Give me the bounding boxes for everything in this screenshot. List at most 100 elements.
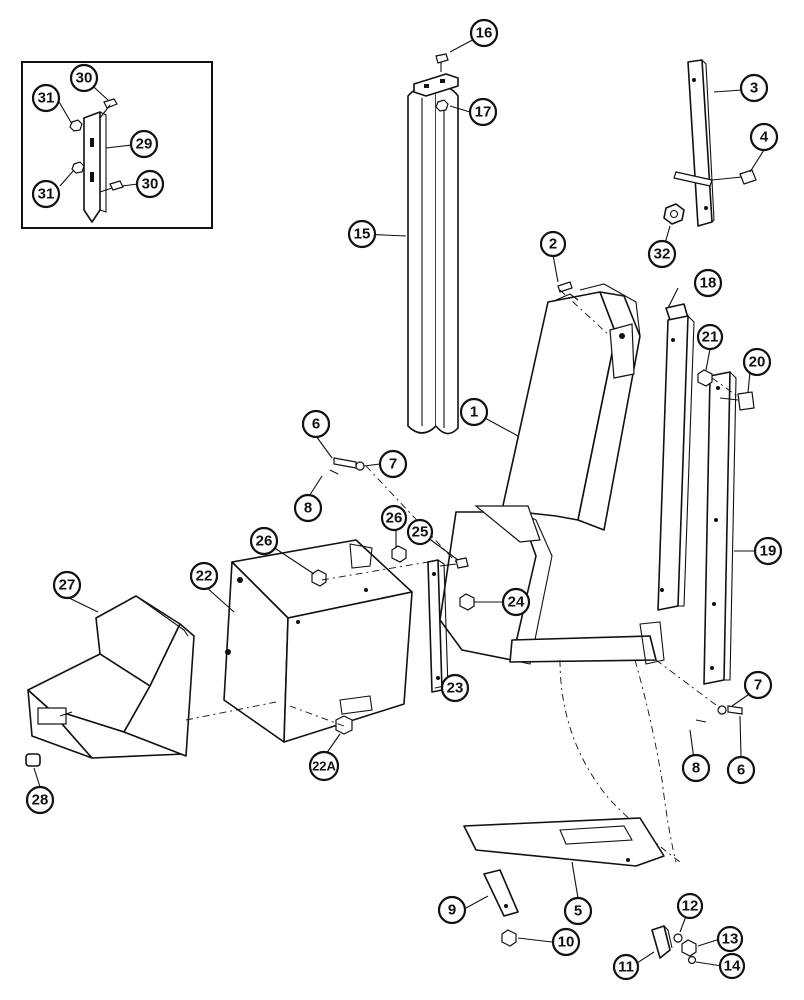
- callout-27: 27: [52, 570, 82, 600]
- part-32-nut: [663, 203, 685, 225]
- part-4-bolt: [673, 169, 757, 187]
- callout-8-lower: 8: [681, 753, 711, 783]
- part-16-screw: [435, 53, 449, 72]
- callout-7-lower: 7: [743, 670, 773, 700]
- callout-19: 19: [753, 536, 783, 566]
- callout-13: 13: [716, 925, 744, 953]
- callout-6-upper: 6: [301, 409, 331, 439]
- part-21-nut: [697, 369, 713, 387]
- hardware-6-7-8-lower: [695, 705, 743, 723]
- callout-31-lower: 31: [31, 179, 61, 209]
- part-29-bracket: [83, 111, 107, 223]
- callout-label: 10: [558, 934, 575, 951]
- callout-10: 10: [551, 927, 581, 957]
- callout-1: 1: [459, 397, 489, 427]
- callout-label: 16: [476, 25, 493, 42]
- callout-label: 3: [750, 80, 758, 97]
- part-28-fitting: [25, 753, 41, 767]
- callout-label: 30: [76, 70, 93, 87]
- callout-23: 23: [440, 673, 470, 703]
- callout-label: 18: [700, 275, 717, 292]
- callouts: 1 2 3 4 5 6 6 7 7 8 8 9 10 11 12 13 14 1…: [25, 18, 783, 981]
- callout-29: 29: [129, 129, 159, 159]
- part-27-spout: [27, 595, 195, 759]
- callout-11: 11: [612, 953, 640, 981]
- callout-label: 4: [760, 129, 769, 146]
- callout-16: 16: [469, 18, 499, 48]
- callout-label: 20: [749, 354, 766, 371]
- callout-25: 25: [406, 518, 434, 546]
- part-22A-nut: [335, 715, 353, 735]
- callout-label: 11: [618, 959, 634, 976]
- callout-label: 27: [59, 577, 76, 594]
- part-19-bar: [703, 371, 737, 685]
- part-10-nut: [501, 929, 517, 947]
- callout-label: 1: [470, 404, 478, 421]
- callout-5: 5: [563, 896, 593, 926]
- part-1-chute: [501, 283, 641, 531]
- part-18-bar: [657, 303, 695, 611]
- callout-label: 6: [312, 416, 320, 433]
- callout-label: 12: [682, 898, 699, 915]
- part-3-strap: [687, 59, 715, 227]
- part-30-bolt-lower: [99, 180, 124, 193]
- callout-label: 2: [549, 236, 557, 253]
- callout-14: 14: [718, 952, 746, 980]
- part-17-nut: [435, 99, 449, 112]
- callout-label: 31: [38, 186, 55, 203]
- part-26-nut-right: [391, 545, 407, 563]
- callout-label: 25: [412, 524, 429, 541]
- callout-18: 18: [693, 268, 723, 298]
- callout-label: 7: [389, 456, 397, 473]
- callout-28: 28: [25, 785, 55, 815]
- assembly-lines: [185, 289, 741, 727]
- callout-8-upper: 8: [293, 493, 323, 523]
- callout-label: 28: [32, 792, 49, 809]
- callout-label: 15: [354, 226, 371, 243]
- callout-label: 13: [722, 931, 739, 948]
- callout-26-right: 26: [380, 504, 408, 532]
- callout-label: 23: [447, 680, 464, 697]
- callout-9: 9: [437, 895, 467, 925]
- callout-label: 26: [386, 510, 403, 527]
- callout-label: 8: [304, 500, 312, 517]
- part-25-bolt: [439, 557, 469, 569]
- part-15-top-bracket: [413, 73, 459, 97]
- part-5-tray: [463, 817, 665, 867]
- part-14-washer: [687, 955, 697, 965]
- part-20-bolt: [719, 391, 755, 411]
- part-30-bolt-upper: [99, 98, 118, 119]
- callout-label: 26: [256, 533, 273, 550]
- callout-4: 4: [749, 122, 779, 152]
- part-13-nut: [681, 939, 697, 957]
- callout-6-lower: 6: [726, 755, 756, 785]
- lower-hopper-frame: [439, 505, 681, 863]
- callout-3: 3: [739, 73, 769, 103]
- callout-30-lower: 30: [135, 169, 165, 199]
- callout-label: 5: [574, 903, 582, 920]
- callout-24: 24: [501, 587, 531, 617]
- callout-31-upper: 31: [31, 83, 61, 113]
- callout-label: 29: [136, 136, 153, 153]
- callout-label: 22A: [312, 759, 336, 774]
- part-12-washer: [673, 933, 683, 943]
- callout-2: 2: [539, 230, 567, 258]
- callout-22: 22: [189, 561, 219, 591]
- callout-label: 32: [654, 246, 671, 263]
- callout-30-upper: 30: [69, 63, 99, 93]
- callout-12: 12: [676, 892, 704, 920]
- callout-26-left: 26: [249, 526, 279, 556]
- hardware-6-7-8-upper: [329, 457, 365, 475]
- callout-label: 21: [702, 329, 719, 346]
- callout-22A: 22A: [308, 750, 340, 782]
- callout-label: 17: [475, 104, 492, 121]
- callout-20: 20: [742, 347, 772, 377]
- callout-label: 14: [724, 958, 741, 975]
- callout-17: 17: [468, 97, 498, 127]
- callout-label: 30: [142, 176, 159, 193]
- part-2-pin: [557, 281, 573, 293]
- part-11-latch: [651, 925, 673, 959]
- callout-label: 6: [737, 762, 745, 779]
- callout-label: 31: [38, 90, 55, 107]
- callout-label: 7: [754, 677, 762, 694]
